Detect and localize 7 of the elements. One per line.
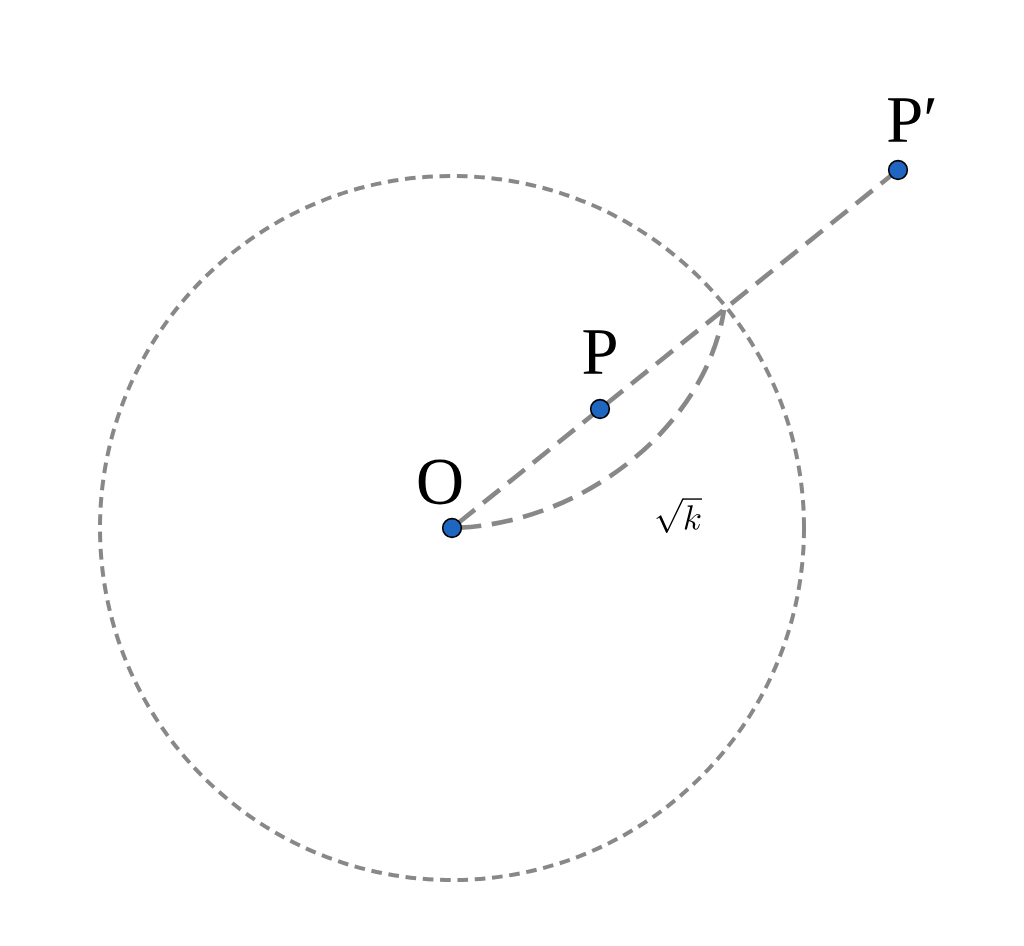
edge-label: $\sqrt{k}$ [656,498,702,534]
point-label: P′ [888,98,935,142]
dashed-line [604,173,894,406]
dashed-arc [459,309,727,530]
point-label: O [418,459,462,505]
point-label: P [583,330,616,374]
dashed-line [456,412,596,525]
